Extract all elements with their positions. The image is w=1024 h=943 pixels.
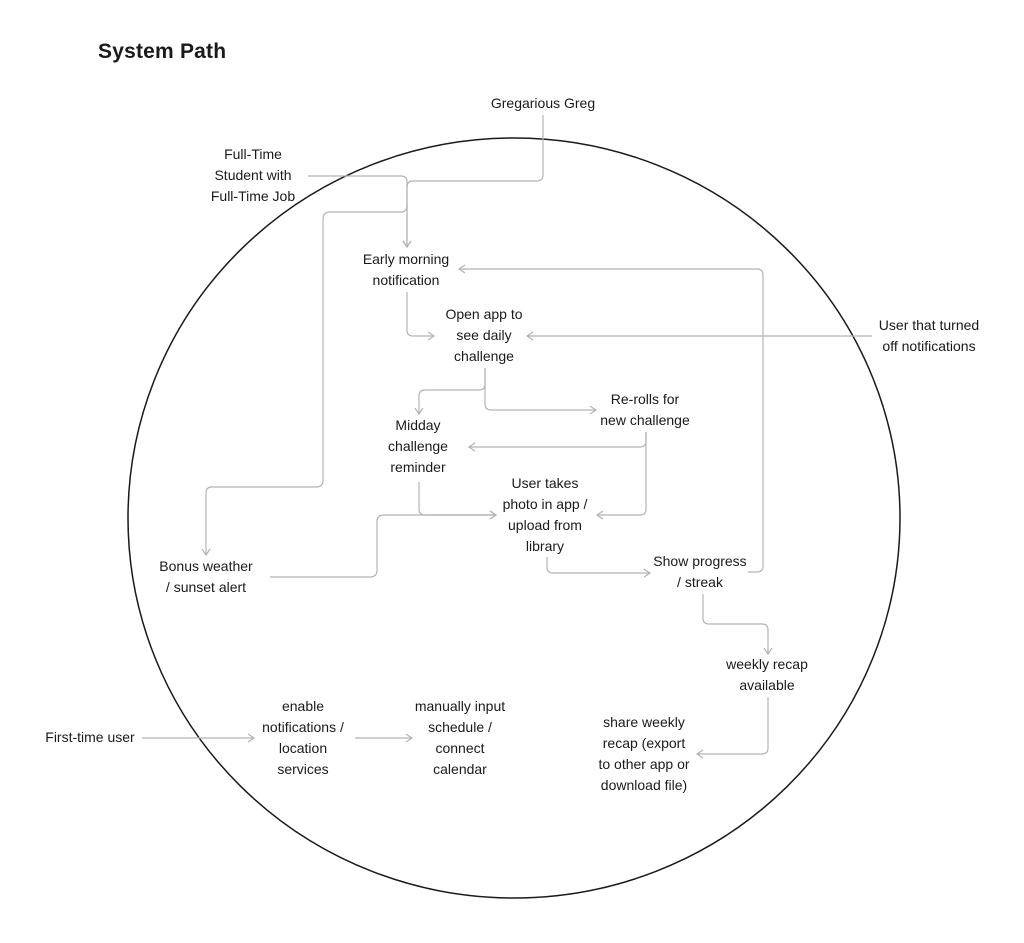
node-label-line: enable — [281, 698, 325, 714]
node-label-line: Midday — [395, 417, 441, 433]
node-label-line: location — [278, 740, 328, 756]
node-label-line: Student with — [214, 167, 292, 183]
node-label-line: upload from — [508, 517, 582, 533]
node-user-takes-photo: User takes photo in app / upload from li… — [503, 473, 588, 557]
node-gregarious-greg: Gregarious Greg — [491, 93, 595, 114]
connector-show-progress-to-early-morning — [457, 264, 764, 573]
node-label-line: weekly recap — [726, 656, 808, 672]
connector-show-progress-to-weekly-recap — [702, 594, 773, 656]
node-first-time-user: First-time user — [45, 727, 134, 748]
node-label-line: to other app or — [598, 756, 690, 772]
node-label-line: User takes — [511, 475, 579, 491]
node-label-line: Full-Time Job — [210, 188, 296, 204]
node-midday-reminder: Midday challenge reminder — [388, 415, 448, 478]
node-label-line: Early morning — [362, 251, 450, 267]
connector-to-bonus-weather — [201, 204, 408, 557]
node-label-line: recap (export — [602, 735, 686, 751]
node-label-line: User that turned — [878, 317, 980, 333]
node-label-line: share weekly — [603, 714, 685, 730]
node-label-line: calendar — [433, 761, 487, 777]
node-bonus-weather: Bonus weather / sunset alert — [159, 556, 252, 598]
node-label-line: / sunset alert — [165, 579, 247, 595]
connector-midday-to-photo — [418, 482, 498, 520]
node-label-line: library — [525, 538, 565, 554]
connector-open-app-to-midday — [414, 368, 486, 416]
connector-bonus-weather-to-photo — [270, 510, 498, 578]
node-label-line: services — [277, 761, 329, 777]
connector-re-rolls-to-midday — [467, 432, 647, 452]
node-label-line: see daily — [456, 327, 512, 343]
node-label-line: reminder — [390, 459, 446, 475]
node-weekly-recap: weekly recap available — [726, 654, 808, 696]
node-user-turned-off-notifications: User that turned off notifications — [879, 315, 979, 357]
node-full-time-student: Full-Time Student with Full-Time Job — [211, 144, 295, 207]
node-label-line: available — [739, 677, 795, 693]
node-label-line: challenge — [388, 438, 448, 454]
node-label-line: new challenge — [600, 412, 690, 428]
node-label-line: / streak — [677, 574, 723, 590]
connector-open-app-to-re-rolls — [484, 368, 598, 415]
node-manually-input: manually input schedule / connect calend… — [415, 696, 505, 780]
node-label-line: connect — [435, 740, 485, 756]
node-label-line: photo in app / — [502, 496, 588, 512]
node-label-line: Open app to — [445, 306, 523, 322]
node-label-line: Show progress — [653, 553, 747, 569]
node-label-line: First-time user — [45, 729, 135, 745]
node-label-line: Full-Time — [224, 146, 282, 162]
node-enable-notifications: enable notifications / location services — [262, 696, 344, 780]
connector-student-to-early-morning — [308, 175, 412, 249]
connector-photo-to-show-progress — [546, 557, 652, 578]
node-label-line: notification — [372, 272, 440, 288]
node-label-line: challenge — [454, 348, 514, 364]
connector-greg-to-early-morning — [402, 115, 544, 249]
node-share-weekly-recap: share weekly recap (export to other app … — [598, 712, 689, 796]
node-label-line: Re-rolls for — [610, 391, 680, 407]
node-re-rolls: Re-rolls for new challenge — [600, 389, 690, 431]
connector-early-morning-to-open-app — [406, 292, 436, 341]
node-open-app: Open app to see daily challenge — [445, 304, 522, 367]
connector-re-rolls-to-photo — [595, 432, 647, 520]
system-boundary-circle — [127, 137, 901, 899]
node-label-line: notifications / — [262, 719, 344, 735]
node-show-progress: Show progress / streak — [653, 551, 746, 593]
node-label-line: off notifications — [882, 338, 976, 354]
node-label-line: download file) — [600, 777, 688, 793]
node-early-morning-notification: Early morning notification — [363, 249, 449, 291]
node-label-line: manually input — [414, 698, 506, 714]
node-label-line: Gregarious Greg — [490, 95, 596, 111]
node-label-line: schedule / — [428, 719, 492, 735]
page-title: System Path — [98, 40, 227, 63]
connector-weekly-recap-to-share — [695, 697, 769, 759]
node-label-line: Bonus weather — [159, 558, 253, 574]
